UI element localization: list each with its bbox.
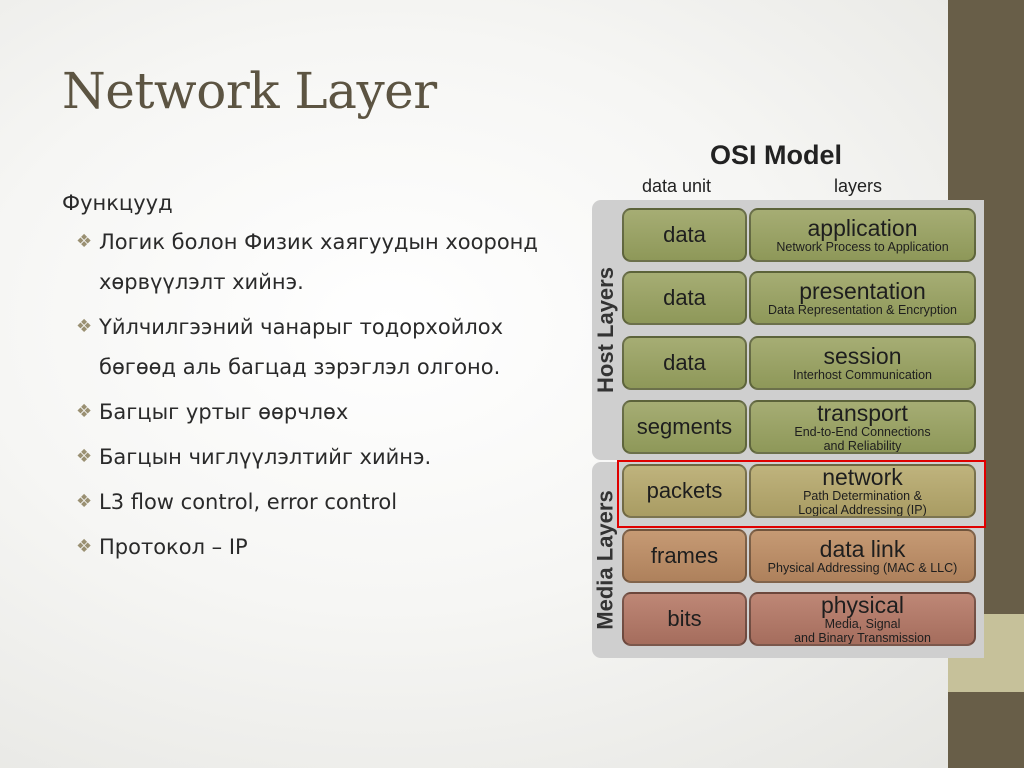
bullet-item: ❖ Багцын чиглүүлэлтийг хийнэ. (62, 437, 542, 477)
layer-description: Physical Addressing (MAC & LLC) (767, 560, 958, 575)
layer-cell: session Interhost Communication (749, 336, 976, 390)
osi-figure-title: OSI Model (710, 140, 843, 170)
layer-description: Logical Addressing (IP) (798, 502, 927, 517)
data-unit-cell: packets (622, 464, 747, 518)
data-unit-header: data unit (642, 176, 712, 196)
bullet-item: ❖ Багцыг уртыг өөрчлөх (62, 392, 542, 432)
data-unit-cell: data (622, 208, 747, 262)
media-layers-label: Media Layers (593, 490, 618, 630)
layer-cell: data link Physical Addressing (MAC & LLC… (749, 529, 976, 583)
bullet-text: Протокол – IP (99, 535, 248, 559)
layer-cell: presentation Data Representation & Encry… (749, 271, 976, 325)
osi-row-data-link: frames data link Physical Addressing (MA… (622, 529, 976, 587)
data-unit-cell: data (622, 336, 747, 390)
bullet-text: Багцыг уртыг өөрчлөх (99, 400, 349, 424)
slide-body: Функцууд ❖ Логик болон Физик хаягуудын хо… (62, 188, 542, 572)
diamond-bullet-icon: ❖ (76, 491, 93, 512)
data-unit-cell: bits (622, 592, 747, 646)
bullet-item: ❖ Үйлчилгээний чанарыг тодорхойлох бөгөөд… (62, 307, 542, 387)
bullet-text: Үйлчилгээний чанарыг тодорхойлох бөгөөд … (99, 315, 504, 379)
layer-name: transport (817, 400, 908, 426)
layer-description: Path Determination & (803, 488, 922, 503)
osi-model-figure: OSI Model data unit layers Host Layers M… (590, 136, 988, 662)
diamond-bullet-icon: ❖ (76, 231, 93, 252)
layer-description: End-to-End Connections (794, 424, 931, 439)
slide-title: Network Layer (62, 62, 437, 120)
data-unit-cell: frames (622, 529, 747, 583)
diamond-bullet-icon: ❖ (76, 446, 93, 467)
osi-row-application: data application Network Process to Appl… (622, 208, 976, 266)
diamond-bullet-icon: ❖ (76, 401, 93, 422)
bullet-list: ❖ Логик болон Физик хаягуудын хооронд хөр… (62, 222, 542, 567)
osi-row-physical: bits physical Media, Signal and Binary T… (622, 592, 976, 650)
bullet-text: L3 flow control, error control (99, 490, 398, 514)
layer-name: physical (820, 592, 905, 618)
layer-cell: transport End-to-End Connections and Rel… (749, 400, 976, 454)
layer-cell: physical Media, Signal and Binary Transm… (749, 592, 976, 646)
layer-cell: application Network Process to Applicati… (749, 208, 976, 262)
layer-name: network (822, 464, 903, 490)
layer-description: Data Representation & Encryption (768, 302, 957, 317)
bullet-item: ❖ Протокол – IP (62, 527, 542, 567)
osi-row-session: data session Interhost Communication (622, 336, 976, 394)
bullet-text: Багцын чиглүүлэлтийг хийнэ. (99, 445, 432, 469)
layer-description: Interhost Communication (793, 367, 932, 382)
layers-header: layers (834, 176, 883, 196)
layer-description: Network Process to Application (776, 239, 949, 254)
layer-description: and Binary Transmission (794, 630, 931, 645)
host-layers-label: Host Layers (593, 267, 619, 393)
media-layers-label-wrap: Media Layers (592, 462, 620, 658)
osi-row-network: packets network Path Determination & Log… (622, 464, 976, 522)
bullet-text: Логик болон Физик хаягуудын хооронд хөрв… (99, 230, 538, 294)
network-layer-highlight (617, 460, 986, 528)
osi-row-presentation: data presentation Data Representation & … (622, 271, 976, 329)
layer-name: session (823, 342, 902, 369)
layer-name: application (807, 214, 918, 241)
layer-description: Media, Signal (824, 616, 901, 631)
osi-row-transport: segments transport End-to-End Connection… (622, 400, 976, 458)
data-unit-cell: segments (622, 400, 747, 454)
bullet-item: ❖ Логик болон Физик хаягуудын хооронд хөр… (62, 222, 542, 302)
layer-name: data link (819, 535, 906, 562)
diamond-bullet-icon: ❖ (76, 536, 93, 557)
layer-cell: network Path Determination & Logical Add… (749, 464, 976, 518)
diamond-bullet-icon: ❖ (76, 316, 93, 337)
subheading: Функцууд (62, 191, 173, 215)
host-layers-label-wrap: Host Layers (592, 200, 620, 460)
layer-name: presentation (799, 277, 926, 304)
bullet-item: ❖ L3 flow control, error control (62, 482, 542, 522)
data-unit-cell: data (622, 271, 747, 325)
layer-description: and Reliability (823, 438, 902, 453)
